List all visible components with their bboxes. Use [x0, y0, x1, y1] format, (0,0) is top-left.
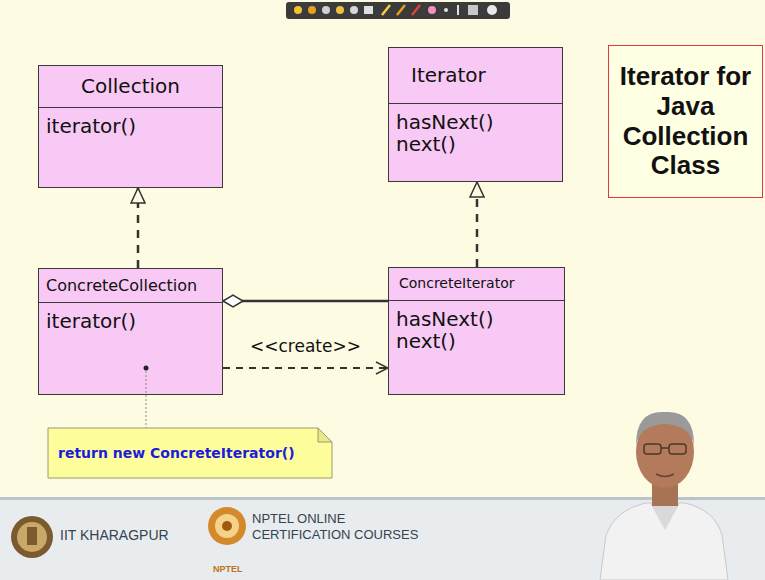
- uml-relation: [137, 188, 140, 268]
- method-compartment: iterator(): [39, 108, 222, 137]
- class-box: ConcreteCollection iterator(): [38, 268, 223, 395]
- class-name: ConcreteCollection: [46, 277, 197, 295]
- name-compartment: Collection: [39, 66, 222, 108]
- name-compartment: Iterator: [389, 48, 562, 104]
- note-leader: [146, 371, 147, 395]
- class-name: Iterator: [411, 64, 486, 86]
- logo-caption: NPTEL: [213, 564, 243, 575]
- title-box: Iterator for Java Collection Class: [608, 45, 763, 198]
- method-list: iterator(): [46, 115, 136, 137]
- slide-title: Iterator for Java Collection Class: [609, 62, 762, 182]
- toolbar: [286, 2, 510, 19]
- uml-relation: [476, 182, 479, 267]
- method-compartment: hasNext() next(): [389, 301, 564, 353]
- footer-band: [0, 497, 765, 580]
- footer-text: IIT KHARAGPUR: [60, 527, 169, 544]
- method-list: hasNext() next(): [396, 308, 516, 353]
- anchor-dot: [144, 366, 149, 371]
- interface-box: Iterator hasNext() next(): [388, 47, 563, 182]
- class-box: ConcreteIterator hasNext() next(): [388, 267, 565, 395]
- method-compartment: iterator(): [39, 303, 222, 332]
- footer-text: NPTEL ONLINE CERTIFICATION COURSES: [252, 511, 427, 542]
- name-compartment: ConcreteIterator: [389, 268, 564, 301]
- note-text: return new ConcreteIterator(): [58, 445, 295, 461]
- class-name: Collection: [81, 75, 180, 97]
- stereotype-label: <<create>>: [247, 336, 364, 356]
- note-leader: [146, 395, 147, 428]
- presenter-figure: [600, 412, 728, 580]
- name-compartment: ConcreteCollection: [39, 269, 222, 303]
- method-compartment: hasNext() next(): [389, 104, 562, 156]
- uml-relation: [223, 367, 388, 369]
- uml-relation: [223, 300, 388, 303]
- class-name: ConcreteIterator: [399, 276, 514, 292]
- class-box: Collection iterator(): [38, 65, 223, 188]
- method-list: iterator(): [46, 310, 136, 332]
- method-list: hasNext() next(): [396, 111, 516, 156]
- note-box: return new ConcreteIterator(): [48, 428, 332, 478]
